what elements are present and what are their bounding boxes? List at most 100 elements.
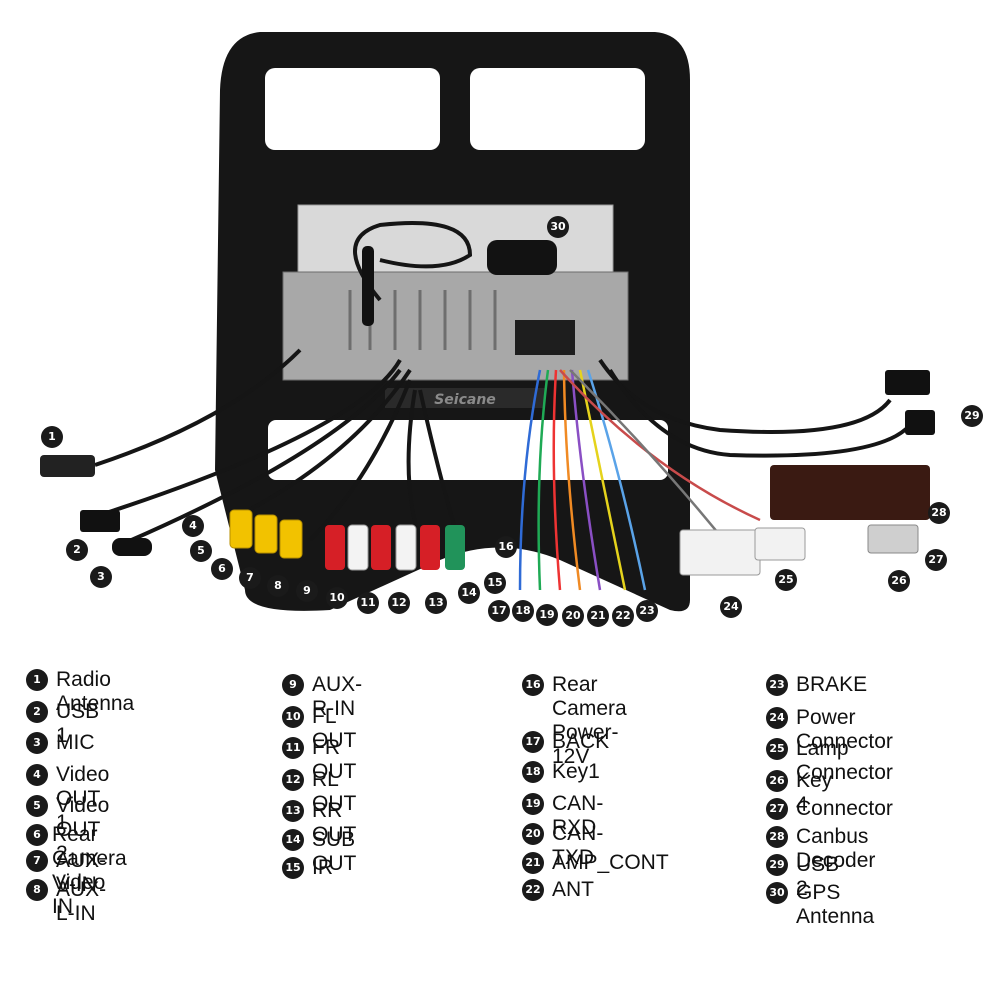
lamp-connector xyxy=(754,527,806,561)
legend-number: 7 xyxy=(26,850,48,872)
legend-item-14: 14 SUB OUT xyxy=(282,828,356,876)
legend-label: Canbus Decoder xyxy=(796,825,876,872)
legend-number: 5 xyxy=(26,795,48,817)
callout-22: 22 xyxy=(612,605,634,627)
legend-item-22: 22 ANT xyxy=(522,878,594,902)
legend-label: AMP_CONT xyxy=(552,851,669,874)
usb2-cable xyxy=(598,358,912,458)
brand-strip xyxy=(385,388,545,408)
callout-14: 14 xyxy=(458,582,480,604)
callout-13: 13 xyxy=(425,592,447,614)
legend-label: USB 1 xyxy=(56,700,100,747)
legend-number: 21 xyxy=(522,852,544,874)
callout-11: 11 xyxy=(357,592,379,614)
legend-label: FR OUT xyxy=(312,736,357,783)
legend-item-10: 10 FL OUT xyxy=(282,705,356,753)
legend-label: ANT xyxy=(552,878,594,901)
legend-number: 22 xyxy=(522,879,544,901)
legend-item-21: 21 AMP_CONT xyxy=(522,851,669,875)
legend-item-28: 28 Canbus Decoder xyxy=(766,825,875,873)
callout-24: 24 xyxy=(720,596,742,618)
power-connector xyxy=(679,529,761,576)
rca-plugs-red-white xyxy=(325,524,465,571)
legend-number: 28 xyxy=(766,826,788,848)
legend-number: 18 xyxy=(522,761,544,783)
callout-18: 18 xyxy=(512,600,534,622)
legend-number: 17 xyxy=(522,731,544,753)
callout-7: 7 xyxy=(239,567,261,589)
callout-29: 29 xyxy=(961,405,983,427)
legend-item-26: 26 Key 4 xyxy=(766,769,832,817)
legend-number: 27 xyxy=(766,798,788,820)
key4-connector xyxy=(867,524,919,554)
legend-item-1: 1 Radio Antenna xyxy=(26,668,134,716)
bezel-lower-slot xyxy=(268,420,668,480)
callout-25: 25 xyxy=(775,569,797,591)
canbus-decoder-box xyxy=(770,465,930,520)
callout-5: 5 xyxy=(190,540,212,562)
callout-21: 21 xyxy=(587,605,609,627)
legend-item-7: 7 AUX-V-IN xyxy=(26,849,106,897)
legend-label: Key1 xyxy=(552,760,600,783)
bezel-vent-left xyxy=(265,68,440,150)
legend-number: 30 xyxy=(766,882,788,904)
legend-number: 10 xyxy=(282,706,304,728)
callout-27: 27 xyxy=(925,549,947,571)
legend-number: 4 xyxy=(26,764,48,786)
callout-4: 4 xyxy=(182,515,204,537)
mic-jack xyxy=(112,538,152,556)
usb2-plug-a xyxy=(885,370,930,395)
legend-number: 1 xyxy=(26,669,48,691)
callout-28: 28 xyxy=(928,502,950,524)
callout-17: 17 xyxy=(488,600,510,622)
callout-9: 9 xyxy=(296,580,318,602)
legend-label: AUX-V-IN xyxy=(56,849,107,896)
legend-number: 6 xyxy=(26,824,48,846)
legend-number: 14 xyxy=(282,829,304,851)
callout-12: 12 xyxy=(388,592,410,614)
legend-label: Key 4 xyxy=(796,769,833,816)
wiring-diagram: Seicane xyxy=(40,32,983,627)
legend-number: 16 xyxy=(522,674,544,696)
legend-label: Video OUT 2 xyxy=(56,794,110,865)
legend-label: SUB OUT xyxy=(312,828,357,875)
legend-number: 13 xyxy=(282,800,304,822)
legend-label: Video OUT 1 xyxy=(56,763,110,834)
legend-item-5: 5 Video OUT 2 xyxy=(26,794,109,866)
callout-2: 2 xyxy=(66,539,88,561)
legend-label: Connector xyxy=(796,797,893,820)
legend-number: 29 xyxy=(766,854,788,876)
legend-label: Radio Antenna xyxy=(56,668,135,715)
callout-10: 10 xyxy=(326,587,348,609)
usb1-plug xyxy=(80,510,120,532)
callout-15: 15 xyxy=(484,572,506,594)
legend-item-4: 4 Video OUT 1 xyxy=(26,763,109,835)
callout-1: 1 xyxy=(41,426,63,448)
legend-label: CAN-RXD xyxy=(552,792,604,839)
legend-label: Power Connector xyxy=(796,706,893,753)
legend-number: 12 xyxy=(282,769,304,791)
legend-item-18: 18 Key1 xyxy=(522,760,600,784)
bezel-vent-right xyxy=(470,68,645,150)
legend-number: 23 xyxy=(766,674,788,696)
legend-item-27: 27 Connector xyxy=(766,797,893,821)
legend-label: IR xyxy=(312,856,333,879)
head-unit-back-panel xyxy=(282,271,629,381)
legend-label: AUX-L-IN xyxy=(56,878,107,925)
legend-label: FL OUT xyxy=(312,705,357,752)
legend-number: 26 xyxy=(766,770,788,792)
callout-8: 8 xyxy=(267,575,289,597)
usb2-plug-b xyxy=(905,410,935,435)
head-unit-top xyxy=(297,204,614,276)
